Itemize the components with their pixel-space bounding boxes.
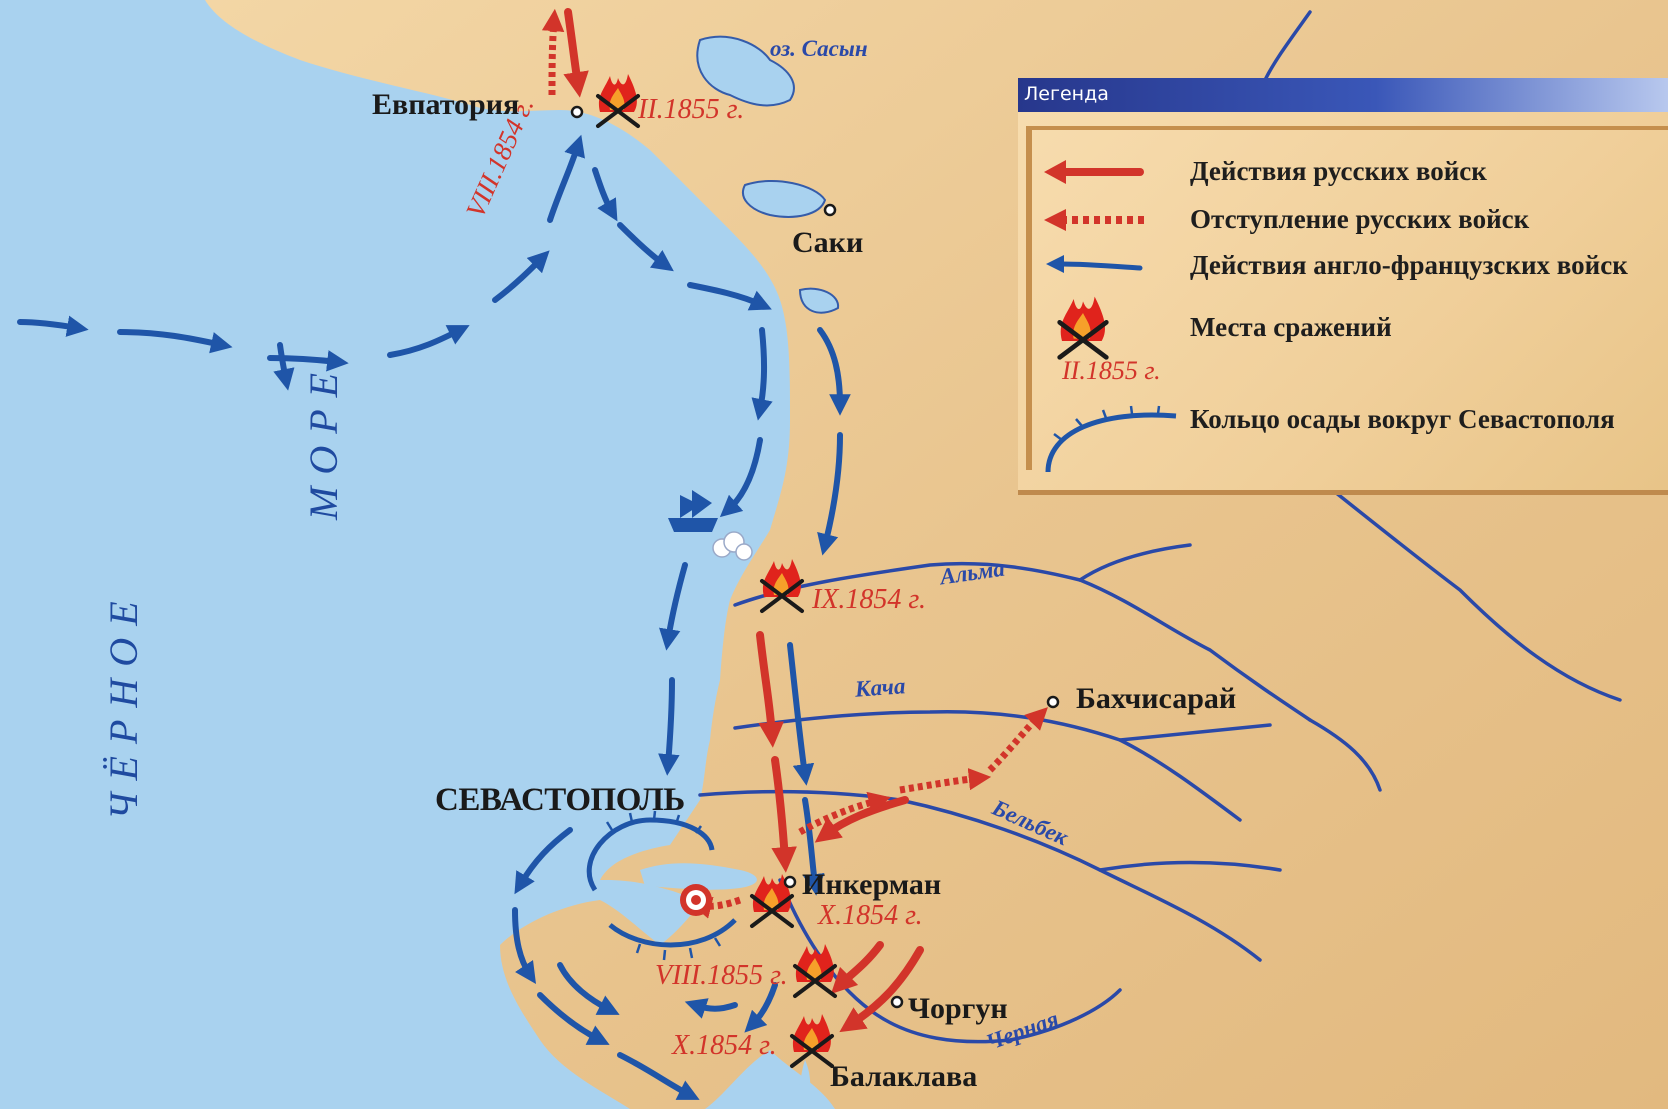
sevastopol-bay	[640, 863, 757, 890]
smoke-icon	[712, 531, 753, 561]
river-alma	[733, 561, 1312, 722]
legend-title-bar[interactable]: Легенда	[1018, 78, 1668, 112]
river-chernaya	[778, 878, 1122, 1044]
red-dashed-arrow-icon	[1044, 209, 1144, 231]
allied-arrows	[17, 134, 851, 1100]
label-sea-sea: М О Р Е	[301, 371, 346, 520]
lake-small	[798, 287, 840, 314]
date-balaklava: X.1854 г.	[672, 1030, 777, 1061]
lake-sasyn	[696, 35, 795, 107]
label-lake-sasyn: оз. Сасын	[770, 36, 868, 61]
sevastopol-target-icon	[680, 884, 712, 916]
label-saki: Саки	[792, 226, 864, 259]
legend-frame	[1026, 126, 1668, 470]
siege-ring-legend-icon	[1045, 405, 1177, 473]
label-sevastopol: СЕВАСТОПОЛЬ	[435, 782, 685, 818]
legend-item-battle: Места сражений	[1190, 312, 1392, 342]
red-solid-arrow-icon	[1044, 160, 1144, 184]
legend-item-russian: Действия русских войск	[1190, 156, 1487, 186]
russian-arrows	[563, 8, 924, 1033]
lake-saki	[742, 179, 827, 218]
label-sea-black: Ч Ё Р Н О Е	[101, 600, 146, 820]
legend-item-russian-retreat: Отступление русских войск	[1190, 204, 1530, 234]
label-evpatoria: Евпатория	[372, 88, 520, 121]
river-belbek	[698, 789, 1262, 962]
label-river-kacha: Кача	[854, 673, 907, 702]
label-chorgun: Чоргун	[908, 992, 1008, 1025]
battle-icon	[1048, 292, 1118, 362]
siege-ring-icon	[586, 817, 715, 892]
legend-battle-date: II.1855 г.	[1062, 356, 1161, 385]
label-bakhchisaray: Бахчисарай	[1076, 682, 1237, 715]
river-kacha	[733, 710, 1242, 822]
legend-body: Действия русских войск Отступление русск…	[1018, 112, 1668, 495]
date-chernaya: VIII.1855 г.	[655, 960, 788, 991]
legend-item-allied: Действия англо-французских войск	[1190, 250, 1628, 280]
ship-icon	[668, 490, 718, 532]
label-balaklava: Балаклава	[830, 1060, 978, 1093]
blue-arrow-icon	[1046, 255, 1143, 273]
legend-window: Легенда Действия русских войск Отступлен…	[1018, 78, 1668, 495]
label-inkerman: Инкерман	[802, 868, 942, 901]
rivers	[698, 10, 1622, 1044]
date-evpatoria: II.1855 г.	[638, 94, 745, 125]
date-inkerman: X.1854 г.	[818, 900, 923, 931]
balaklava-bay	[795, 1060, 811, 1109]
legend-title: Легенда	[1024, 83, 1109, 105]
date-alma: IX.1854 г.	[812, 584, 926, 615]
legend-item-siege-ring: Кольцо осады вокруг Севастополя	[1190, 404, 1615, 434]
